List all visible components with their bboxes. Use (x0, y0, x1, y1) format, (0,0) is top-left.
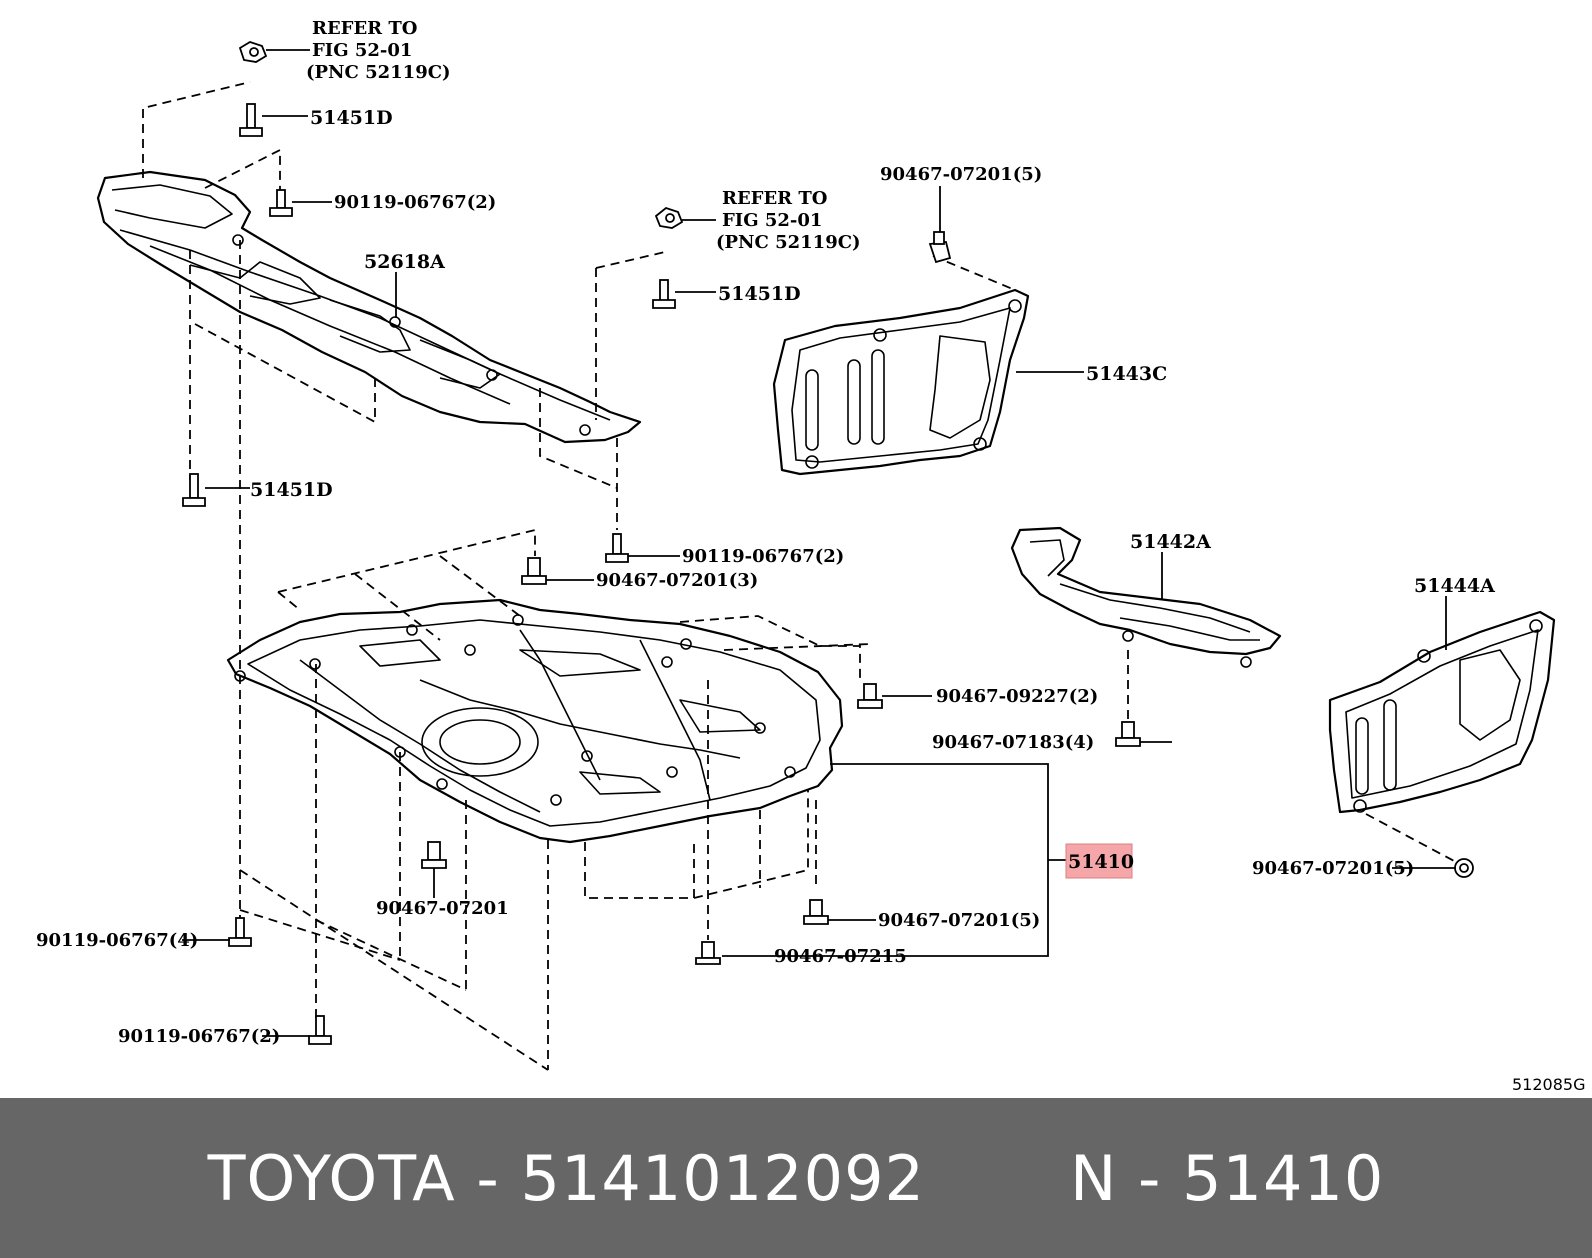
nut-icon (928, 231, 952, 264)
label-90467-07201-5-right: 90467-07201(5) (1252, 858, 1414, 879)
part-51443c-shape (772, 288, 1030, 476)
highlight-box (1065, 843, 1133, 879)
nut-icon (1454, 858, 1474, 878)
bolt-icon (182, 473, 206, 507)
label-90467-09227-2: 90467-09227(2) (936, 686, 1098, 707)
part-51442a-shape (1010, 526, 1282, 668)
label-90467-07183-4: 90467-07183(4) (932, 732, 1094, 753)
label-90467-07201-5-bottom: 90467-07201(5) (878, 910, 1040, 931)
label-51443c: 51443C (1086, 363, 1167, 385)
bolt-icon (269, 189, 293, 217)
nut-icon (857, 683, 883, 709)
bolt-icon (239, 103, 263, 137)
bolt-icon (652, 279, 676, 309)
refer-line-1: REFER TO (722, 188, 827, 209)
label-90467-07215: 90467-07215 (774, 946, 907, 967)
nut-icon (695, 941, 721, 965)
parts-diagram: REFER TO FIG 52-01 (PNC 52119C) REFER TO… (36, 18, 1586, 1094)
label-90119-06767-2-mid: 90119-06767(2) (682, 546, 844, 567)
reference-note-top: REFER TO FIG 52-01 (PNC 52119C) (306, 18, 451, 83)
label-90467-07201-5-top: 90467-07201(5) (880, 164, 1042, 185)
bolt-icon (228, 917, 252, 947)
fasteners (182, 41, 1474, 1045)
leader-lines (182, 49, 1456, 1037)
part-51410-shape (226, 598, 844, 844)
diagram-code: 512085G (1512, 1075, 1585, 1094)
refer-line-2: FIG 52-01 (312, 40, 412, 61)
refer-line-1: REFER TO (312, 18, 417, 39)
footer-brand: TOYOTA (207, 1141, 456, 1215)
label-51451d-top: 51451D (310, 107, 393, 129)
diagram-canvas: REFER TO FIG 52-01 (PNC 52119C) REFER TO… (36, 18, 1585, 1094)
footer-gap (925, 1142, 1070, 1215)
bolt-icon (605, 533, 629, 563)
dashed-guide-lines (142, 81, 1457, 1071)
label-51442a: 51442A (1130, 531, 1211, 553)
nut-icon (803, 899, 829, 925)
clip-icon (654, 206, 684, 229)
nut-icon (421, 841, 447, 869)
label-52618a: 52618A (364, 251, 445, 273)
label-90467-07201-3: 90467-07201(3) (596, 570, 758, 591)
footer-part-number: 5141012092 (520, 1141, 925, 1215)
reference-note-mid: REFER TO FIG 52-01 (PNC 52119C) (716, 188, 861, 253)
label-51444a: 51444A (1414, 575, 1495, 597)
refer-line-3: (PNC 52119C) (306, 62, 451, 83)
label-51451d-left: 51451D (250, 479, 333, 501)
label-90119-06767-4: 90119-06767(4) (36, 930, 198, 951)
part-51444a-shape (1328, 610, 1556, 814)
footer-pnc: N - 51410 (1069, 1141, 1385, 1215)
footer-bar: TOYOTA - 5141012092 N - 51410 (0, 1098, 1592, 1258)
footer-caption: TOYOTA - 5141012092 N - 51410 (208, 1142, 1385, 1215)
label-51451d-mid: 51451D (718, 283, 801, 305)
refer-line-2: FIG 52-01 (722, 210, 822, 231)
nut-icon (521, 557, 547, 585)
nut-icon (1115, 721, 1141, 747)
bolt-icon (308, 1015, 332, 1045)
footer-separator: - (455, 1141, 521, 1215)
label-90467-07201: 90467-07201 (376, 898, 509, 919)
clip-icon (238, 41, 268, 63)
label-90119-06767-2-top: 90119-06767(2) (334, 192, 496, 213)
label-51410: 51410 (1068, 851, 1134, 873)
label-90119-06767-2-bottom: 90119-06767(2) (118, 1026, 280, 1047)
refer-line-3: (PNC 52119C) (716, 232, 861, 253)
